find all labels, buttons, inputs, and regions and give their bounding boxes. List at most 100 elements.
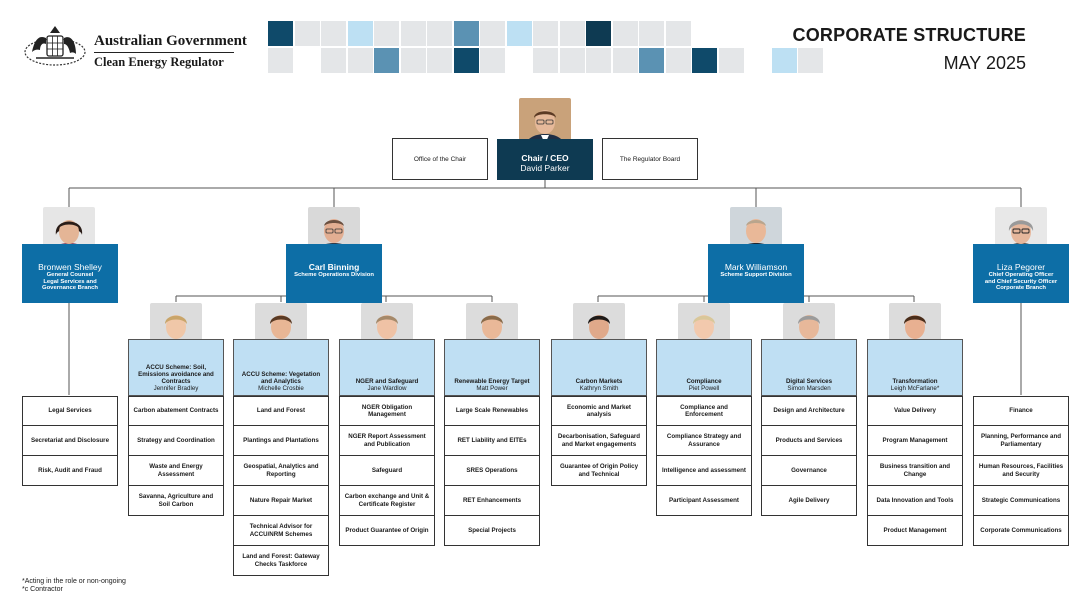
branch-manager: Leigh McFarlane* [890,384,940,392]
branch-manager: Matt Power [476,384,508,392]
decorative-tile [480,48,505,73]
unit-box: RET Enhancements [444,486,540,516]
exec-name: Mark Williamson [724,262,788,272]
unit-box: Strategic Communications [973,486,1069,516]
decorative-tile [718,48,744,73]
unit-box: Compliance and Enforcement [656,396,752,426]
decorative-tile [639,21,664,46]
regulator-board-label: The Regulator Board [619,155,681,163]
exec-box-1: Bronwen Shelley General Counsel Legal Se… [22,244,118,303]
decorative-tile [268,48,293,73]
unit-box: Decarbonisation, Safeguard and Market en… [551,426,647,456]
exec-title-line: Scheme Support Division [720,272,792,279]
decorative-tile [347,21,373,46]
unit-box: Large Scale Renewables [444,396,540,426]
exec-title-line: Legal Services and [43,278,97,285]
decorative-tile [559,48,585,73]
branch-manager: Kathryn Smith [579,384,619,392]
decorative-tile [347,48,373,73]
branch-name: NGER and Safeguard [355,377,419,385]
decorative-tile [294,21,320,46]
government-name: Australian Government [94,33,247,49]
unit-box: Waste and Energy Assessment [128,456,224,486]
unit-box: Corporate Communications [973,516,1069,546]
unit-box: Compliance Strategy and Assurance [656,426,752,456]
branch-manager: Jane Wardlow [367,384,407,392]
footnote: *c Contractor [22,586,63,594]
decorative-tile [771,48,797,73]
unit-box: Data Innovation and Tools [867,486,963,516]
decorative-tile [374,48,399,73]
decorative-tile [665,21,691,46]
chair-role: Chair / CEO [521,153,569,163]
regulator-board-box: The Regulator Board [602,138,698,180]
exec-title-line: General Counsel [46,272,94,279]
unit-box: Agile Delivery [761,486,857,516]
branch-name: Compliance [686,377,722,385]
branch-name: Digital Services [785,377,833,385]
decorative-tile [321,48,346,73]
corporate-units: Finance Planning, Performance and Parlia… [973,396,1069,546]
decorative-tile [480,21,505,46]
decorative-tile [268,21,293,46]
unit-box: Legal Services [22,396,118,426]
exec-box-4: Liza Pegorer Chief Operating Officer and… [973,244,1069,303]
unit-box: Carbon exchange and Unit & Certificate R… [339,486,435,516]
unit-box: NGER Report Assessment and Publication [339,426,435,456]
unit-box: Value Delivery [867,396,963,426]
decorative-tile [506,21,532,46]
unit-box: Finance [973,396,1069,426]
decorative-tile [427,48,452,73]
footnote: *Acting in the role or non-ongoing [22,578,126,585]
decorative-tile [453,21,479,46]
decorative-tile [559,21,585,46]
exec-name: Carl Binning [308,262,360,272]
branch-name: ACCU Scheme: Vegetation and Analytics [241,370,321,385]
decorative-tile-band [268,21,823,73]
branch-name: Renewable Energy Target [454,377,530,385]
decorative-tile [400,21,426,46]
exec-box-2: Carl Binning Scheme Operations Division [286,244,382,303]
unit-box: Economic and Market analysis [551,396,647,426]
unit-box: Special Projects [444,516,540,546]
branch-name: Carbon Markets [575,377,623,385]
unit-box: Design and Architecture [761,396,857,426]
unit-box: Strategy and Coordination [128,426,224,456]
branch-manager: Simon Marsden [787,384,831,392]
branch-manager: Piet Powell [688,384,720,392]
unit-box: Nature Repair Market [233,486,329,516]
decorative-tile [400,48,426,73]
unit-box: Human Resources, Facilities and Security [973,456,1069,486]
page-title: CORPORATE STRUCTURE [792,25,1026,45]
unit-box: Participant Assessment [656,486,752,516]
unit-box: Plantings and Plantations [233,426,329,456]
page-date: MAY 2025 [943,53,1026,73]
unit-box: Technical Advisor for ACCU/NRM Schemes [233,516,329,546]
unit-box: Land and Forest: Gateway Checks Taskforc… [233,546,329,576]
branch-name: Transformation [892,377,938,385]
unit-box: RET Liability and EITEs [444,426,540,456]
decorative-tile [798,48,823,73]
office-of-chair-label: Office of the Chair [413,155,467,163]
exec-title-line: Corporate Branch [995,285,1047,292]
decorative-tile [374,21,399,46]
unit-box: Product Guarantee of Origin [339,516,435,546]
branch-name: ACCU Scheme: Soil, Emissions avoidance a… [138,363,214,385]
chair-ceo-box: Chair / CEO David Parker [497,139,593,180]
unit-box: SRES Operations [444,456,540,486]
unit-box: Product Management [867,516,963,546]
unit-box: Savanna, Agriculture and Soil Carbon [128,486,224,516]
exec-title-line: Chief Operating Officer [988,272,1054,279]
unit-box: Program Management [867,426,963,456]
unit-box: Business transition and Change [867,456,963,486]
decorative-tile [453,48,479,73]
decorative-tile [612,21,638,46]
unit-box: Products and Services [761,426,857,456]
